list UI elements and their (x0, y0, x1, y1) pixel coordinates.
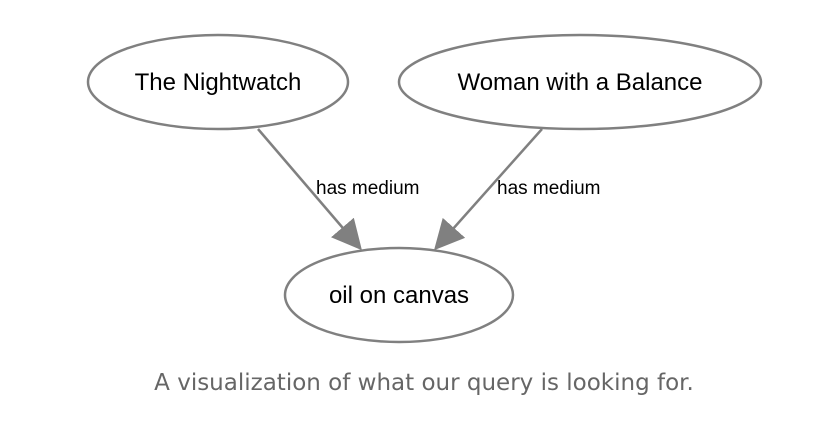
node-label-oil: oil on canvas (329, 282, 469, 309)
node-label-balance: Woman with a Balance (457, 69, 702, 96)
node-ellipse (397, 33, 763, 131)
edge-nightwatch-to-oil: has medium (257, 128, 420, 251)
edge-line (434, 128, 543, 251)
query-diagram: has medium has medium The Nightwatch Wom… (86, 33, 763, 344)
node-woman-with-a-balance: Woman with a Balance (397, 33, 763, 131)
figure-caption: A visualization of what our query is loo… (154, 370, 694, 396)
node-ellipse (86, 33, 350, 131)
node-label-nightwatch: The Nightwatch (135, 69, 302, 96)
node-ellipse (283, 246, 515, 344)
edge-label-nightwatch: has medium (316, 178, 420, 199)
node-oil-on-canvas: oil on canvas (283, 246, 515, 344)
edge-line (257, 128, 362, 251)
edge-balance-to-oil: has medium (434, 128, 601, 251)
node-the-nightwatch: The Nightwatch (86, 33, 350, 131)
edge-label-balance: has medium (497, 178, 601, 199)
